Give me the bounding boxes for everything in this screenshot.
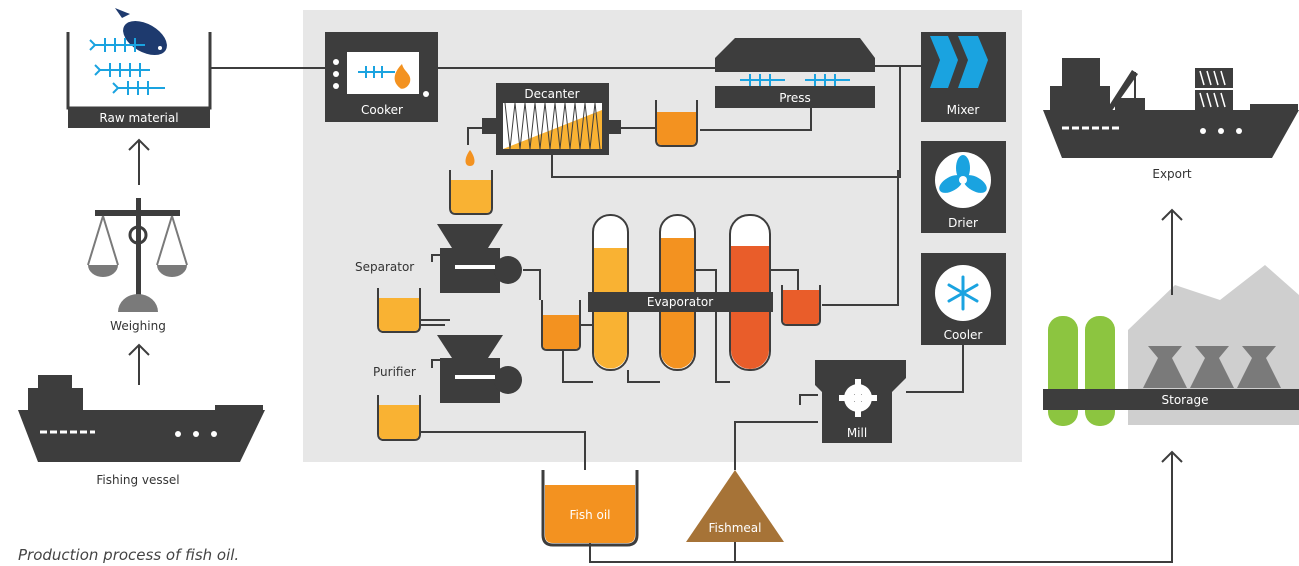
- evaporator-label: Evaporator: [647, 295, 713, 309]
- cooler: Cooler: [921, 253, 1006, 345]
- storage: Storage: [1043, 265, 1299, 426]
- mixer: Mixer: [921, 32, 1006, 122]
- mill: Mill: [815, 360, 906, 443]
- sack-icon: [1143, 346, 1281, 388]
- scale-icon: [87, 198, 188, 312]
- fishing-vessel-label: Fishing vessel: [96, 473, 179, 487]
- cooker: Cooker: [325, 32, 438, 122]
- press-label: Press: [779, 91, 811, 105]
- fishmeal-pile: Fishmeal: [686, 470, 784, 542]
- fishbone-icon: [89, 38, 165, 95]
- mixer-label: Mixer: [947, 103, 980, 117]
- storage-label: Storage: [1162, 393, 1209, 407]
- export-label: Export: [1152, 167, 1192, 181]
- purifier: [437, 335, 522, 403]
- drier-label: Drier: [948, 216, 978, 230]
- crane-icon: [1105, 70, 1145, 114]
- flame-icon: [394, 64, 411, 89]
- gear-icon: [839, 379, 877, 417]
- raw-material-tank: Raw material: [66, 8, 212, 128]
- oil-drop: [465, 150, 475, 166]
- ship-icon: [18, 375, 265, 462]
- fan-icon: [939, 155, 987, 193]
- weighing-label: Weighing: [110, 319, 166, 333]
- raw-material-label: Raw material: [99, 111, 178, 125]
- separator-label: Separator: [355, 260, 414, 274]
- fish-oil-tank: Fish oil: [541, 470, 639, 547]
- purifier-label: Purifier: [373, 365, 416, 379]
- export-ship: [1043, 58, 1299, 158]
- figure-caption: Production process of fish oil.: [18, 546, 240, 564]
- decanter-label: Decanter: [524, 87, 579, 101]
- fish-oil-label: Fish oil: [569, 508, 610, 522]
- mill-label: Mill: [847, 426, 867, 440]
- cooler-label: Cooler: [944, 328, 983, 342]
- fish-icon: [115, 8, 167, 56]
- drier: Drier: [921, 141, 1006, 233]
- fishmeal-label: Fishmeal: [709, 521, 762, 535]
- arrow-up-icon: [1161, 208, 1183, 480]
- press: Press: [715, 38, 875, 108]
- fishbone-icon: [358, 66, 395, 78]
- tank-press-liquid: [655, 100, 698, 147]
- cooker-label: Cooker: [361, 103, 403, 117]
- decanter: Decanter: [482, 83, 621, 155]
- evaporator: Evaporator: [541, 214, 821, 371]
- snowflake-icon: [947, 275, 979, 311]
- arrow-up-icon: [128, 138, 150, 385]
- separator: [437, 224, 522, 293]
